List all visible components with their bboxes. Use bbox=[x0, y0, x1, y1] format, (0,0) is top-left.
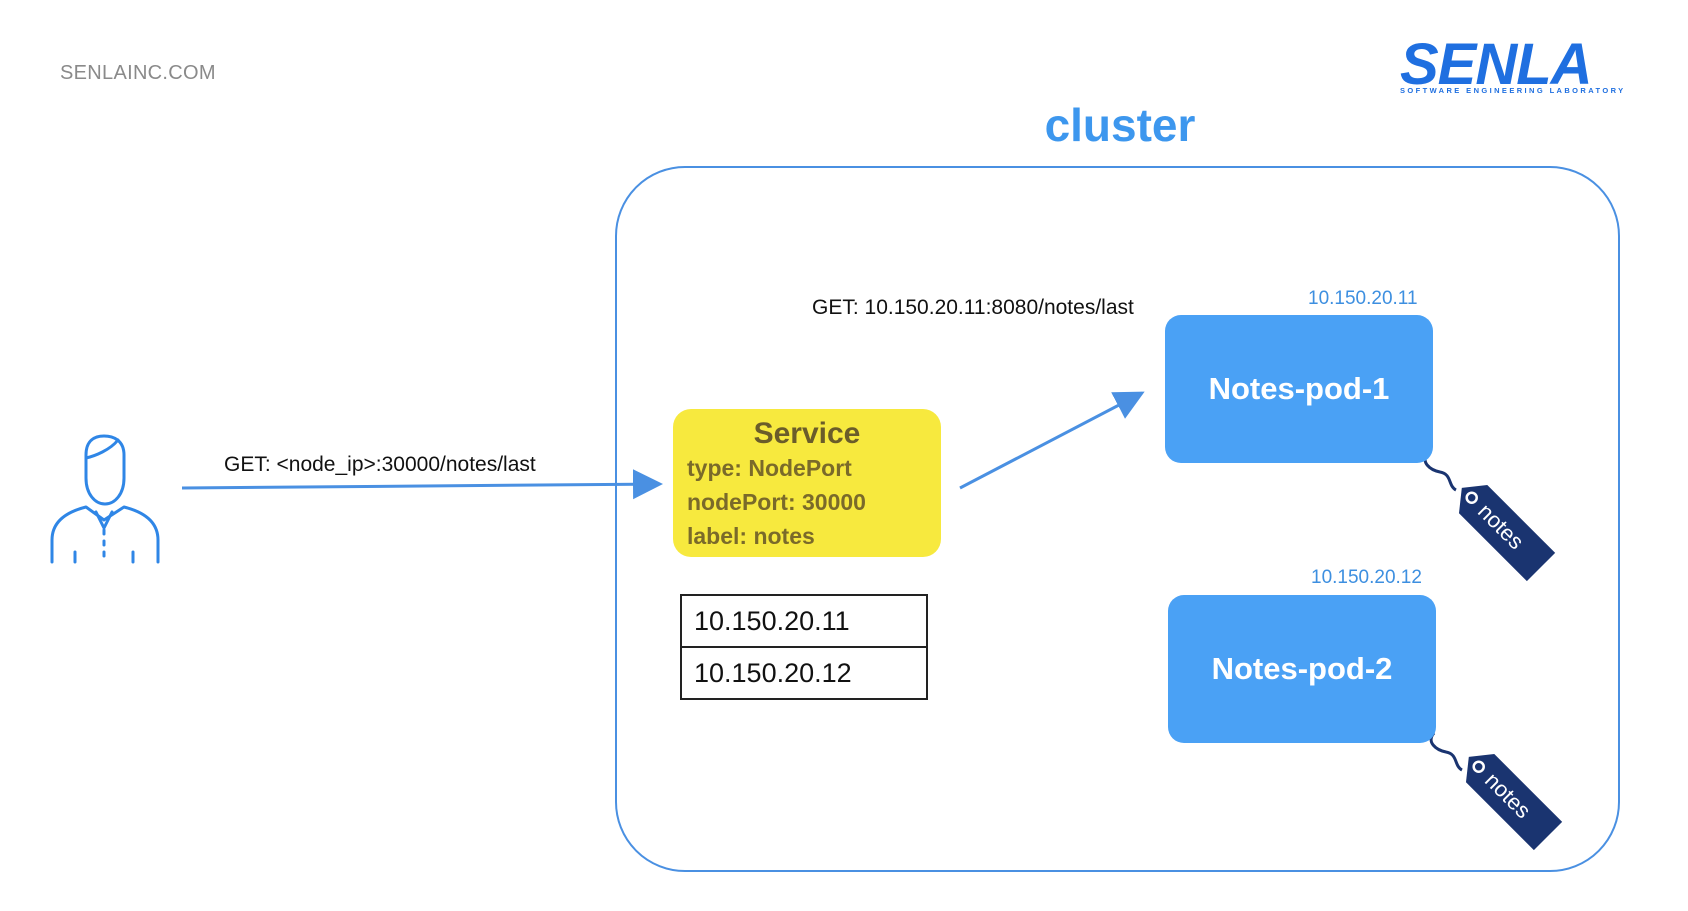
service-label: label: notes bbox=[687, 523, 815, 549]
client-to-service-arrow bbox=[181, 469, 663, 500]
service-type: type: NodePort bbox=[687, 455, 852, 481]
service-to-pod-arrow bbox=[959, 391, 1145, 490]
pod-1-label-tag: notes bbox=[1423, 452, 1556, 582]
endpoint-ip: 10.150.20.12 bbox=[680, 646, 928, 700]
table-row: 10.150.20.11 bbox=[680, 594, 928, 648]
service-box: Service type: NodePort nodePort: 30000 l… bbox=[673, 409, 941, 557]
pod-1: Notes-pod-1 bbox=[1165, 315, 1433, 463]
pod-1-ip: 10.150.20.11 bbox=[1308, 288, 1418, 309]
site-name: SENLAINC.COM bbox=[60, 62, 216, 84]
service-nodeport: nodePort: 30000 bbox=[687, 489, 866, 515]
pod-1-name: Notes-pod-1 bbox=[1208, 371, 1390, 406]
logo-word: SENLA bbox=[1400, 32, 1593, 97]
senla-logo: SENLA SOFTWARE ENGINEERING LABORATORY bbox=[1400, 36, 1630, 102]
table-row: 10.150.20.12 bbox=[680, 646, 928, 700]
pod-2-ip: 10.150.20.12 bbox=[1311, 567, 1422, 588]
pod-2-label-tag: notes bbox=[1429, 732, 1563, 851]
pod-2-name: Notes-pod-2 bbox=[1211, 651, 1393, 686]
pod-2: Notes-pod-2 bbox=[1168, 595, 1436, 743]
client-request-label: GET: <node_ip>:30000/notes/last bbox=[224, 453, 536, 476]
pod-request-label: GET: 10.150.20.11:8080/notes/last bbox=[812, 296, 1134, 319]
cluster-boundary bbox=[615, 166, 1620, 872]
endpoints-table: 10.150.20.11 10.150.20.12 bbox=[680, 594, 928, 700]
logo-tagline: SOFTWARE ENGINEERING LABORATORY bbox=[1400, 86, 1626, 95]
service-title: Service bbox=[753, 417, 861, 450]
cluster-title: cluster bbox=[1044, 99, 1196, 151]
user-icon bbox=[50, 434, 160, 564]
endpoint-ip: 10.150.20.11 bbox=[680, 594, 928, 648]
